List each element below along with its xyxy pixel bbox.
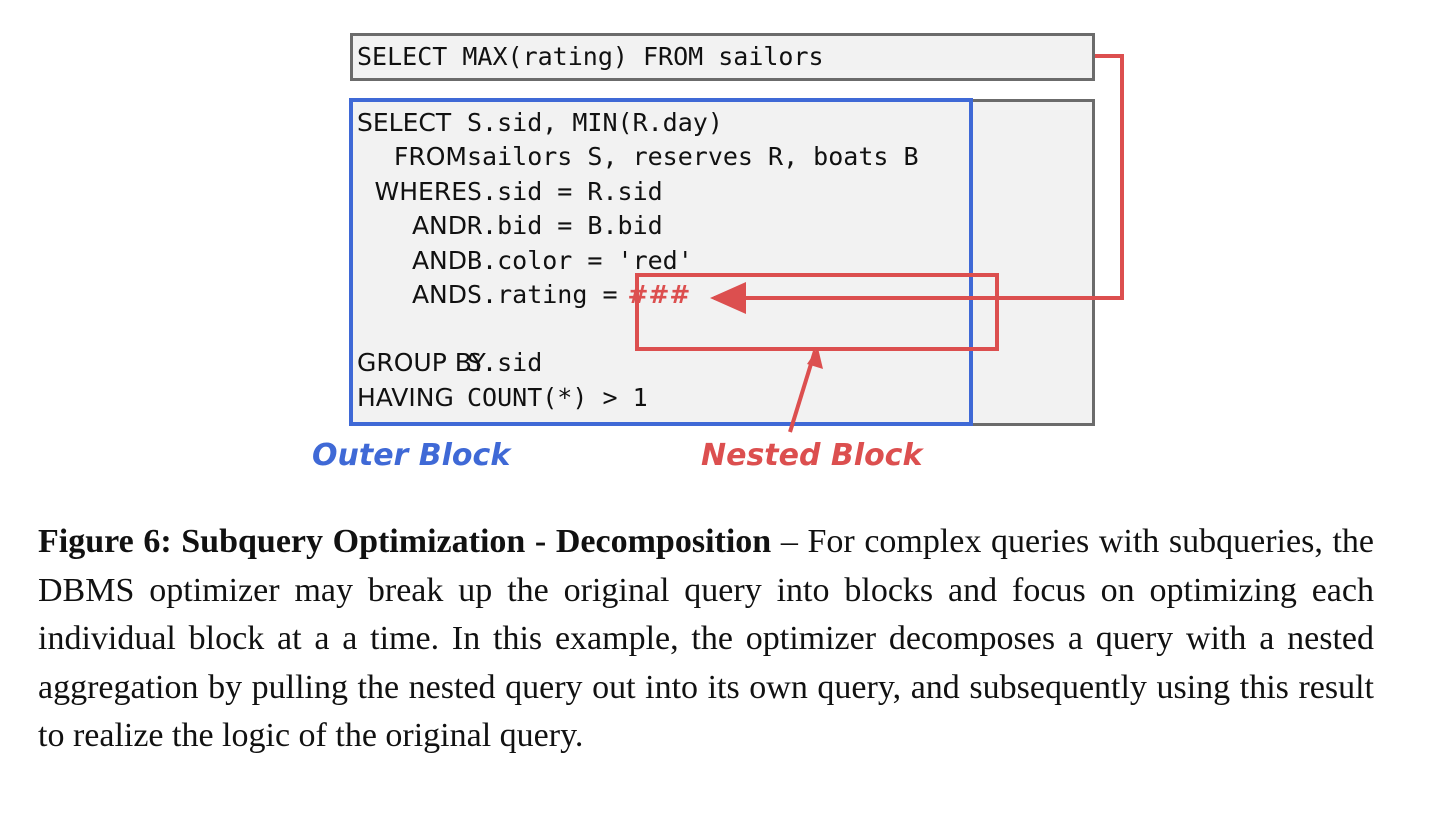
figure-caption: Figure 6: Subquery Optimization - Decomp…	[38, 518, 1374, 761]
nested-block-label: Nested Block	[701, 438, 923, 473]
outer-block-label: Outer Block	[312, 438, 511, 473]
sql-line-and-bid: ANDR.bid = B.bid	[411, 211, 663, 240]
nested-query-text: SELECT MAX(rating) FROM sailors	[357, 42, 824, 71]
caption-body: – For complex queries with subqueries, t…	[38, 523, 1374, 755]
nested-block-outline	[635, 273, 999, 351]
outer-block-outline	[349, 98, 973, 426]
caption-title: Figure 6: Subquery Optimization - Decomp…	[38, 523, 772, 560]
sql-line-where: WHERES.sid = R.sid	[374, 177, 663, 206]
sql-line-group-by: GROUP BYS.sid	[357, 348, 543, 377]
sql-line-and-color: ANDB.color = 'red'	[411, 246, 693, 275]
